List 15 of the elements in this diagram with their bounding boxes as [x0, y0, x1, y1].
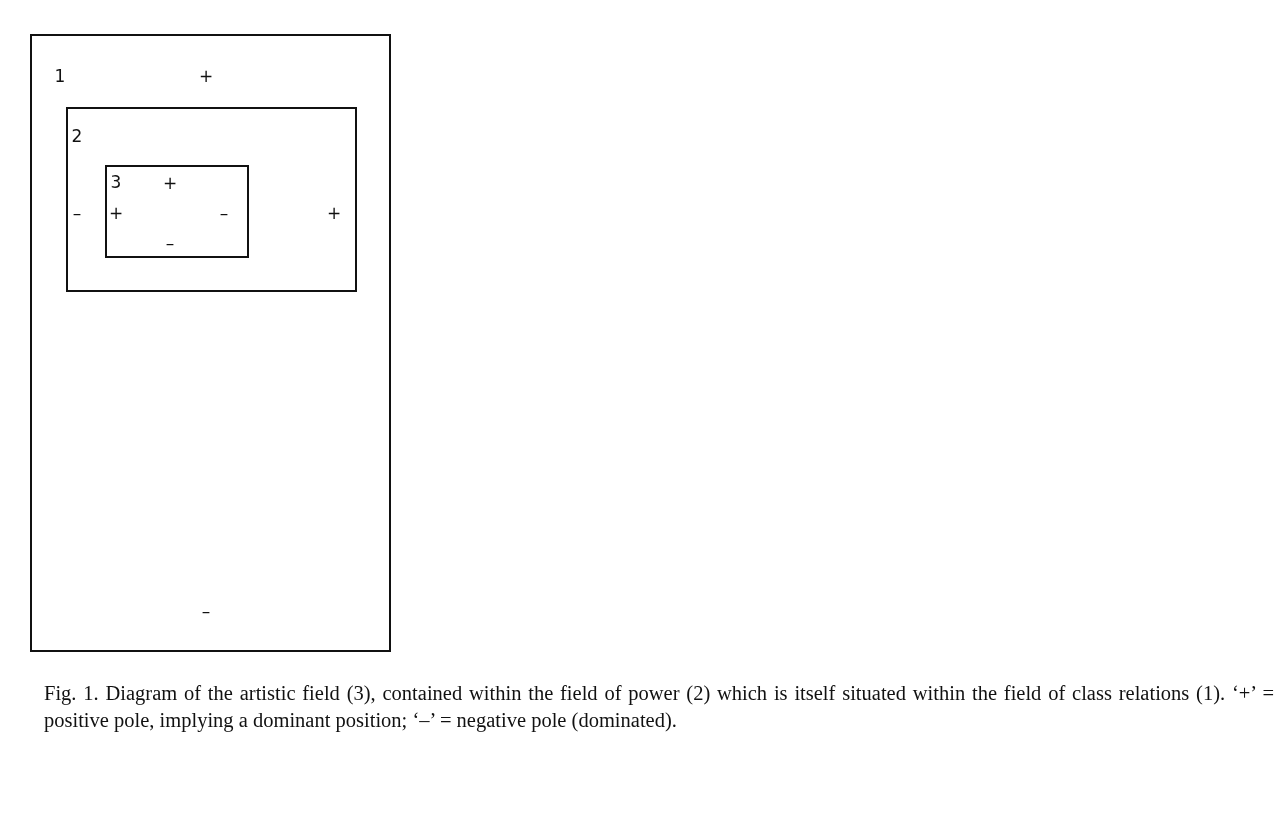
field-box: [30, 34, 391, 652]
pole-sign: +: [326, 204, 342, 222]
pole-sign: +: [198, 67, 214, 85]
field-box: [105, 165, 249, 258]
pole-sign: –: [72, 204, 82, 222]
pole-sign: –: [219, 204, 229, 222]
pole-sign: +: [108, 204, 124, 222]
figure-caption: Fig. 1. Diagram of the artistic field (3), contained within the field of power (2) which is itself situated within the field of class relations (1). ‘+’ = positive pole, implying a dominant position; ‘–’ = negative pole (dominated).: [44, 681, 1274, 734]
pole-sign: +: [162, 174, 178, 192]
pole-sign: –: [165, 234, 175, 252]
field-number: 3: [110, 173, 122, 191]
field-number: 2: [71, 127, 83, 145]
pole-sign: –: [201, 602, 211, 620]
field-box: [66, 107, 357, 292]
field-number: 1: [54, 67, 66, 85]
